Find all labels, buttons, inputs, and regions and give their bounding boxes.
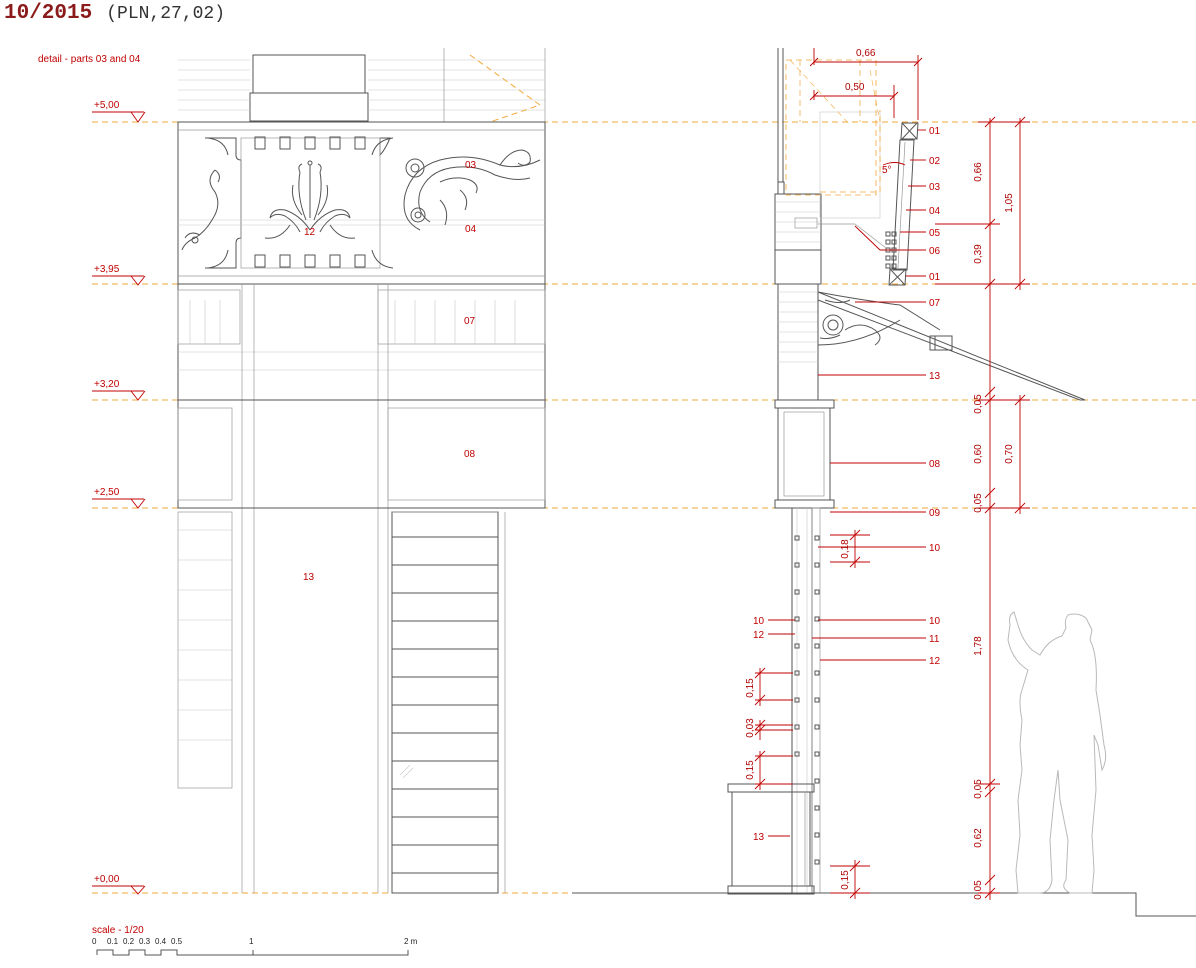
part-label-07: 07	[464, 316, 476, 327]
dim-frieze-total: 1,05	[1004, 193, 1015, 213]
callout-08: 08	[929, 459, 941, 470]
part-label-12: 12	[304, 227, 316, 238]
palmette-ornament	[264, 160, 356, 239]
callout-13: 13	[929, 371, 941, 382]
scale-tick-label: 0.2	[123, 937, 135, 946]
sheet-number: 10/2015	[4, 2, 93, 25]
callout-left-12: 12	[753, 630, 765, 641]
dim-inner-width: 0,50	[845, 82, 865, 93]
callout-01b: 01	[929, 272, 941, 283]
dim-column-height: 1,78	[973, 636, 984, 656]
dim-base-cap: 0,05	[973, 779, 984, 799]
side-section	[572, 48, 1196, 917]
callout-10b: 10	[929, 616, 941, 627]
callout-03: 03	[929, 182, 941, 193]
level-marker: +2,50	[92, 487, 146, 509]
dim-base-plinth: 0,05	[973, 880, 984, 900]
dim-frieze-upper: 0,66	[973, 162, 984, 182]
scale-tick-label: 0.4	[155, 937, 167, 946]
level-label: +5,00	[94, 100, 120, 111]
scale-title: scale - 1/20	[92, 925, 144, 936]
level-markers: +5,00 +3,95 +3,20 +2,50 +0,00	[92, 100, 146, 895]
scale-tick-label: 0.1	[107, 937, 119, 946]
dim-top-width: 0,66	[856, 48, 876, 59]
dim-module-b: 0,15	[745, 760, 756, 780]
scale-bar: scale - 1/20 0 0.1 0.2 0.3 0.4 0.5 1 2 m	[92, 925, 418, 956]
callout-04: 04	[929, 206, 941, 217]
level-label: +3,20	[94, 379, 120, 390]
dim-module-base: 0,15	[840, 870, 851, 890]
callout-12: 12	[929, 656, 941, 667]
callout-11: 11	[929, 634, 940, 645]
sheet-code: (PLN,27,02)	[106, 4, 226, 24]
column-dimensions: 0,18 0,15 0,03 0,15 0,15	[745, 529, 870, 899]
drawing-title: detail - parts 03 and 04	[38, 54, 141, 65]
dim-module-a: 0,15	[745, 678, 756, 698]
level-marker: +5,00	[92, 100, 146, 123]
dim-base-body: 0,62	[973, 828, 984, 848]
callout-07: 07	[929, 298, 941, 309]
level-marker: +0,00	[92, 874, 146, 895]
awning-section	[817, 291, 1086, 401]
scale-tick-label: 1	[249, 937, 254, 946]
callout-01: 01	[929, 126, 941, 137]
section-callouts: 01 02 03 04 05 06 01 07 13 08 09 10 10 1…	[753, 126, 941, 843]
callout-02: 02	[929, 156, 941, 167]
dim-sign-cap-top: 0,05	[973, 394, 984, 414]
callout-09: 09	[929, 508, 941, 519]
part-label-03: 03	[465, 160, 477, 171]
level-label: +2,50	[94, 487, 120, 498]
dim-frieze-lower: 0,39	[973, 244, 984, 264]
part-label-04: 04	[465, 224, 477, 235]
dim-module-spacing: 0,18	[840, 539, 851, 559]
callout-left-10: 10	[753, 616, 765, 627]
level-marker: +3,95	[92, 264, 146, 286]
acanthus-scroll-ornament	[403, 149, 541, 231]
left-scroll-ornament	[181, 169, 220, 251]
callout-05: 05	[929, 228, 941, 239]
front-elevation: 03 12 04 07 08	[177, 48, 546, 894]
dim-sign-body: 0,60	[973, 444, 984, 464]
human-figure-silhouette	[1007, 611, 1107, 894]
scale-tick-label: 0.3	[139, 937, 151, 946]
scale-tick-label: 0	[92, 937, 97, 946]
scale-tick-label: 2 m	[404, 937, 418, 946]
callout-left-13: 13	[753, 832, 765, 843]
dim-module-gap: 0,03	[745, 718, 756, 738]
top-dimensions: 0,66 0,50 5°	[809, 48, 923, 176]
dim-angle: 5°	[882, 165, 892, 176]
part-label-08: 08	[464, 449, 476, 460]
drawing-header: 10/2015 (PLN,27,02)	[4, 2, 225, 25]
vertical-dimensions: 0,66 0,39 0,05 0,60 0,05 1,78 0,05 0,62 …	[935, 116, 1030, 900]
callout-06: 06	[929, 246, 941, 257]
callout-10: 10	[929, 543, 941, 554]
dim-sign-cap-bottom: 0,05	[973, 493, 984, 513]
part-label-13: 13	[303, 572, 315, 583]
level-label: +0,00	[94, 874, 120, 885]
scale-tick-label: 0.5	[171, 937, 183, 946]
level-marker: +3,20	[92, 379, 146, 401]
dim-sign-total: 0,70	[1004, 444, 1015, 464]
level-label: +3,95	[94, 264, 120, 275]
